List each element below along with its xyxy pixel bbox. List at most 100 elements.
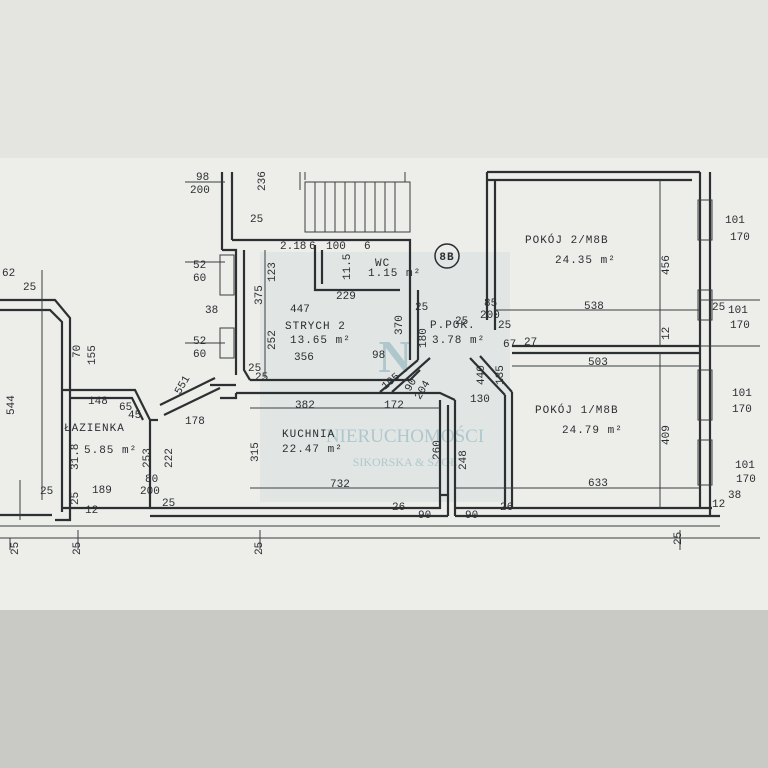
dim-222: 222 [164, 448, 176, 468]
dim-100: 100 [326, 241, 346, 253]
dim-375: 375 [254, 285, 266, 305]
dim-25-mid: 25 [255, 372, 268, 384]
dim-90-a: 90 [418, 510, 431, 522]
dim-633: 633 [588, 478, 608, 490]
dim-38: 38 [205, 305, 218, 317]
dim-25-lazienka: 25 [70, 492, 82, 505]
dim-456: 456 [661, 255, 673, 275]
dim-356: 356 [294, 352, 314, 364]
dim-25-lower: 25 [455, 316, 468, 328]
room-strych-name: STRYCH 2 [285, 321, 346, 333]
room-wc-name: WC [375, 258, 390, 270]
dim-370: 370 [394, 315, 406, 335]
dim-123: 123 [267, 262, 279, 282]
dim-60-top: 60 [193, 273, 206, 285]
dim-101-b: 101 [728, 305, 748, 317]
dim-52-bottom: 52 [193, 336, 206, 348]
dim-382: 382 [295, 400, 315, 412]
dim-447: 447 [290, 304, 310, 316]
dim-25-ppok-right: 25 [498, 320, 511, 332]
dim-25-bottom-e: 25 [673, 532, 685, 545]
room-labels: POKÓJ 2/M8B 24.35 m² POKÓJ 1/M8B 24.79 m… [64, 233, 622, 457]
dim-101-a: 101 [725, 215, 745, 227]
dim-98-strych: 98 [372, 350, 385, 362]
dim-236: 236 [257, 171, 269, 191]
windows-right [219, 199, 713, 486]
dim-60-bottom: 60 [193, 349, 206, 361]
dim-85: 85 [484, 298, 497, 310]
walls [0, 170, 720, 522]
dim-170-b: 170 [730, 320, 750, 332]
dim-248: 248 [458, 450, 470, 470]
room-kuchnia-area: 22.47 m² [282, 444, 343, 456]
dim-67: 67 [503, 339, 516, 351]
dim-172: 172 [384, 400, 404, 412]
dim-200-ppok: 200 [480, 310, 500, 322]
dim-25-left: 25 [23, 282, 36, 294]
room-pokoj1-name: POKÓJ 1/M8B [535, 403, 619, 417]
dim-25: 25 [250, 214, 263, 226]
floor-plan-paper [0, 158, 768, 610]
dim-200-door: 200 [140, 486, 160, 498]
dim-200: 200 [190, 185, 210, 197]
dim-229: 229 [336, 291, 356, 303]
dim-253: 253 [142, 448, 154, 468]
dim-90-b: 90 [465, 510, 478, 522]
dim-252: 252 [267, 330, 279, 350]
dim-148: 148 [88, 396, 108, 408]
room-ppok-area: 3.78 m² [432, 335, 485, 347]
watermark-line2: SIKORSKA & SZOŁ [353, 455, 458, 469]
dim-732: 732 [330, 479, 350, 491]
dim-25-ppok: 25 [415, 302, 428, 314]
dim-12-left: 12 [85, 505, 98, 517]
svg-text:N: N [378, 331, 411, 382]
dim-101-d: 101 [735, 460, 755, 472]
watermark-line1: NIERUCHOMOŚCI [326, 425, 484, 447]
dim-315: 315 [250, 442, 262, 462]
table-surface [0, 600, 768, 768]
dim-170-d: 170 [736, 474, 756, 486]
dim-12-bottom: 12 [712, 499, 725, 511]
room-strych-area: 13.65 m² [290, 335, 351, 347]
dim-409: 409 [661, 425, 673, 445]
dim-6-a: 6 [309, 241, 316, 253]
dim-544: 544 [6, 395, 18, 415]
dim-80: 80 [145, 474, 158, 486]
dim-260: 260 [432, 440, 444, 460]
dim-26-a: 26 [392, 502, 405, 514]
dim-25-bottom-d: 25 [254, 542, 266, 555]
dim-65: 65 [119, 402, 132, 414]
dim-12-right: 12 [661, 327, 673, 340]
dim-26-b: 26 [500, 502, 513, 514]
dim-189: 189 [92, 485, 112, 497]
dim-25-strych: 25 [248, 363, 261, 375]
unit-badge-label: 8B [439, 252, 454, 264]
dim-25-bottom-c: 25 [72, 542, 84, 555]
dim-218: 2.18 [280, 241, 306, 253]
dim-45: 45 [128, 410, 141, 422]
dim-25-right-a: 25 [712, 302, 725, 314]
dim-98: 98 [196, 172, 209, 184]
room-lazienka-name: ŁAZIENKA [64, 423, 125, 435]
room-kuchnia-name: KUCHNIA [282, 429, 335, 441]
dim-538: 538 [584, 301, 604, 313]
dim-62: 62 [2, 268, 15, 280]
dim-6-b: 6 [364, 241, 371, 253]
dim-155: 155 [87, 345, 99, 365]
dim-178: 178 [185, 416, 205, 428]
dim-27: 27 [524, 337, 537, 349]
dim-130: 130 [470, 394, 490, 406]
room-wc-area: 1.15 m² [368, 268, 421, 280]
unit-badge: 8B [434, 243, 460, 269]
dim-115: 11.5 [342, 254, 354, 280]
dim-170-c: 170 [732, 404, 752, 416]
dim-25-bottom-2: 25 [10, 542, 22, 555]
dim-503: 503 [588, 357, 608, 369]
watermark: N NIERUCHOMOŚCI SIKORSKA & SZOŁ [260, 252, 510, 502]
dim-90-diag: 90 [403, 377, 420, 394]
room-ppok-name: P.POK. [430, 320, 476, 332]
dim-440: 440 [476, 365, 488, 385]
dim-135: 135 [495, 365, 507, 385]
room-lazienka-area: 5.85 m² [84, 445, 137, 457]
